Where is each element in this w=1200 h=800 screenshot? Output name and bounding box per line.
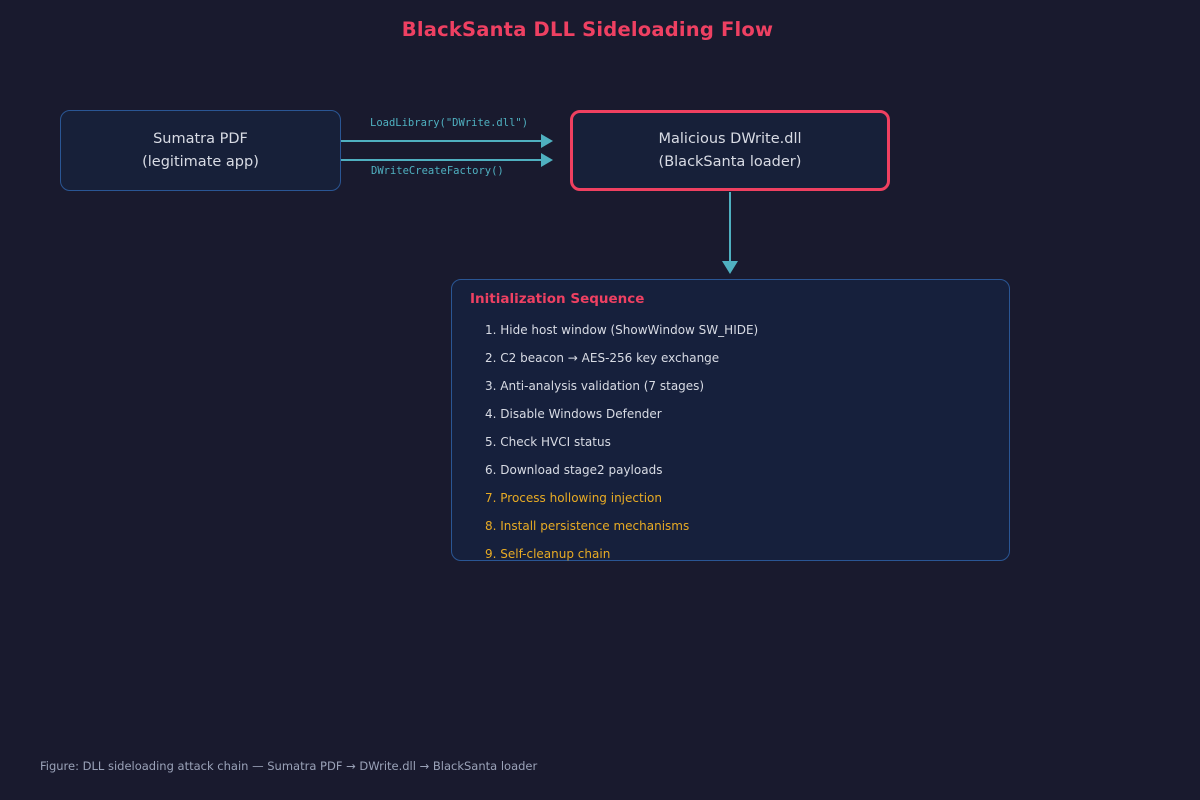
- initialization-sequence-heading: Initialization Sequence: [470, 291, 645, 307]
- figure-caption: Figure: DLL sideloading attack chain — S…: [40, 759, 538, 773]
- page-title: BlackSanta DLL Sideloading Flow: [401, 18, 774, 41]
- initialization-step: 2. C2 beacon → AES-256 key exchange: [485, 351, 720, 365]
- initialization-step: 4. Disable Windows Defender: [485, 407, 662, 421]
- edge-label-loadlibrary: LoadLibrary("DWrite.dll"): [370, 117, 529, 129]
- node-sumatra-pdf-line1: Sumatra PDF: [153, 131, 248, 148]
- initialization-step: 9. Self-cleanup chain: [485, 547, 611, 561]
- initialization-step: 8. Install persistence mechanisms: [485, 519, 690, 533]
- arrow-dwritecreatefactory: [341, 159, 542, 161]
- node-malicious-dwrite-dll-line1: Malicious DWrite.dll: [658, 131, 802, 148]
- initialization-step-list: 1. Hide host window (ShowWindow SW_HIDE)…: [485, 316, 997, 568]
- node-malicious-dwrite-dll-line2: (BlackSanta loader): [658, 153, 802, 170]
- initialization-step: 6. Download stage2 payloads: [485, 463, 663, 477]
- node-sumatra-pdf: Sumatra PDF (legitimate app): [60, 110, 341, 191]
- node-sumatra-pdf-line2: (legitimate app): [142, 153, 259, 170]
- node-malicious-dwrite-dll: Malicious DWrite.dll (BlackSanta loader): [570, 110, 890, 191]
- initialization-step: 5. Check HVCI status: [485, 435, 611, 449]
- arrow-to-initialization-sequence: [729, 192, 731, 262]
- initialization-sequence-panel: Initialization Sequence 1. Hide host win…: [451, 279, 1010, 561]
- initialization-step: 1. Hide host window (ShowWindow SW_HIDE): [485, 323, 759, 337]
- edge-label-dwritecreatefactory: DWriteCreateFactory(): [371, 165, 504, 177]
- initialization-step: 3. Anti-analysis validation (7 stages): [485, 379, 705, 393]
- arrow-loadlibrary: [341, 140, 542, 142]
- initialization-step: 7. Process hollowing injection: [485, 491, 662, 505]
